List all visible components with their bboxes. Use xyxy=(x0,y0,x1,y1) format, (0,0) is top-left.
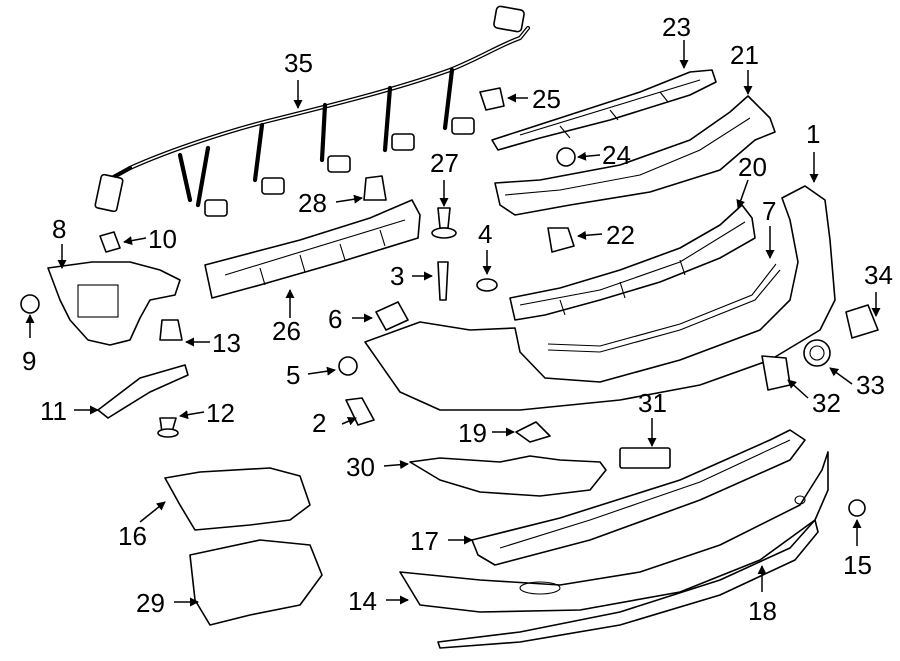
callout-21: 21 xyxy=(730,40,759,70)
callout-34: 34 xyxy=(864,260,893,290)
callout-28: 28 xyxy=(298,188,327,218)
callout-6: 6 xyxy=(328,304,342,334)
callout-7: 7 xyxy=(762,196,776,226)
callout-27: 27 xyxy=(430,148,459,178)
callout-29: 29 xyxy=(136,588,165,618)
callout-19: 19 xyxy=(458,418,487,448)
callout-25: 25 xyxy=(532,84,561,114)
reflector-lamp xyxy=(409,455,607,497)
callout-1: 1 xyxy=(806,119,820,149)
callout-24: 24 xyxy=(602,140,631,170)
diffuser-strip xyxy=(437,519,819,649)
callout-26: 26 xyxy=(272,316,301,346)
callout-35: 35 xyxy=(284,48,313,78)
callout-labels: 1 2 3 4 5 6 7 8 9 10 11 12 13 14 15 16 1… xyxy=(22,12,893,626)
callout-17: 17 xyxy=(410,526,439,556)
lower-cover xyxy=(399,451,829,613)
callout-22: 22 xyxy=(606,220,635,250)
callout-33: 33 xyxy=(856,370,885,400)
callout-3: 3 xyxy=(390,261,404,291)
bumper-cover xyxy=(364,185,836,411)
callout-31: 31 xyxy=(638,388,667,418)
upper-absorber xyxy=(491,69,717,151)
callout-23: 23 xyxy=(662,12,691,42)
side-guide-lower xyxy=(189,539,323,626)
callout-14: 14 xyxy=(348,586,377,616)
energy-absorber xyxy=(509,204,756,321)
callout-30: 30 xyxy=(346,452,375,482)
reinforcement-beam xyxy=(494,95,776,216)
callout-2: 2 xyxy=(312,408,326,438)
callout-18: 18 xyxy=(748,596,777,626)
callout-32: 32 xyxy=(812,388,841,418)
wiring-harness xyxy=(94,5,531,217)
callout-10: 10 xyxy=(148,224,177,254)
callout-4: 4 xyxy=(478,219,492,249)
callout-5: 5 xyxy=(286,360,300,390)
mounting-strip xyxy=(97,364,189,419)
small-fasteners xyxy=(20,87,879,517)
side-guide-upper xyxy=(164,467,311,531)
callout-16: 16 xyxy=(118,521,147,551)
callout-11: 11 xyxy=(40,396,67,426)
callout-13: 13 xyxy=(212,328,241,358)
callout-arrows xyxy=(25,40,881,607)
callout-20: 20 xyxy=(738,152,767,182)
step-pad xyxy=(204,199,421,299)
callout-15: 15 xyxy=(843,550,872,580)
small-reflector xyxy=(619,447,671,469)
callout-9: 9 xyxy=(22,346,36,376)
callout-12: 12 xyxy=(206,398,235,428)
callout-8: 8 xyxy=(52,214,66,244)
side-bracket xyxy=(47,261,181,346)
